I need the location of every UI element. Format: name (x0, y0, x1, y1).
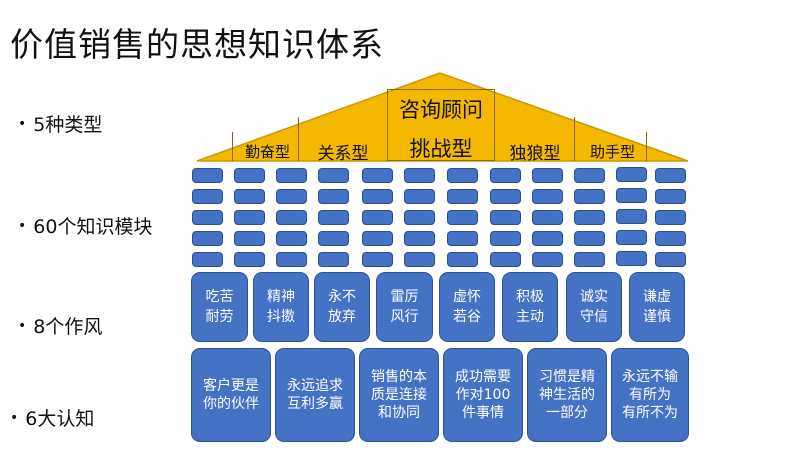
knowledge-module-block (655, 168, 686, 183)
knowledge-module-block (404, 231, 435, 246)
knowledge-module-block (616, 251, 647, 266)
knowledge-module-block (192, 168, 223, 183)
knowledge-module-block (276, 168, 307, 183)
knowledge-module-block (574, 168, 605, 183)
knowledge-module-block (276, 252, 307, 267)
knowledge-module-block (655, 252, 686, 267)
knowledge-module-block (616, 188, 647, 203)
knowledge-module-block (616, 167, 647, 182)
knowledge-module-block (490, 189, 521, 204)
knowledge-module-block (192, 231, 223, 246)
style-pillar-1: 吃苦 耐劳 (191, 272, 248, 342)
knowledge-module-block (616, 209, 647, 224)
roof-triangle (196, 72, 689, 162)
knowledge-module-block (447, 189, 478, 204)
knowledge-module-block (490, 210, 521, 225)
knowledge-module-block (404, 252, 435, 267)
knowledge-module-grid (192, 163, 686, 275)
roof-type-2: 关系型 (317, 144, 369, 164)
knowledge-module-block (276, 210, 307, 225)
knowledge-module-block (276, 189, 307, 204)
roof-type-3: 挑战型 (409, 137, 473, 161)
label-styles: •8个作风 (18, 316, 103, 338)
knowledge-module-block (655, 210, 686, 225)
knowledge-module-block (404, 210, 435, 225)
roof-type-5: 助手型 (589, 143, 635, 161)
knowledge-module-block (616, 230, 647, 245)
knowledge-module-block (318, 252, 349, 267)
knowledge-module-block (234, 252, 265, 267)
knowledge-module-block (404, 189, 435, 204)
knowledge-module-block (318, 168, 349, 183)
knowledge-module-block (447, 231, 478, 246)
knowledge-module-block (490, 252, 521, 267)
page-title: 价值销售的思想知识体系 (10, 25, 384, 64)
roof-divider-3 (495, 117, 575, 161)
roof-divider-2 (298, 117, 387, 161)
knowledge-module-block (574, 210, 605, 225)
roof-type-4: 独狼型 (509, 144, 561, 164)
knowledge-module-block (234, 231, 265, 246)
label-modules: •60个知识模块 (18, 216, 153, 238)
knowledge-module-block (574, 252, 605, 267)
label-cognitions: •6大认知 (10, 408, 95, 430)
style-pillar-4: 雷厉 风行 (376, 272, 433, 342)
knowledge-module-block (532, 231, 563, 246)
knowledge-module-block (447, 252, 478, 267)
cognition-pillar-5: 习惯是精 神生活的 一部分 (527, 348, 607, 442)
knowledge-module-block (318, 210, 349, 225)
style-pillar-3: 永不 放弃 (314, 272, 370, 342)
knowledge-module-block (532, 210, 563, 225)
knowledge-module-block (362, 168, 393, 183)
label-types: •5种类型 (18, 114, 103, 136)
cognition-pillar-3: 销售的本 质是连接 和协同 (359, 348, 439, 442)
knowledge-module-block (362, 252, 393, 267)
cognition-pillar-2: 永远追求 互利多赢 (275, 348, 355, 442)
knowledge-module-block (192, 252, 223, 267)
knowledge-module-block (574, 189, 605, 204)
knowledge-module-block (234, 189, 265, 204)
knowledge-module-block (532, 168, 563, 183)
style-pillar-5: 虚怀 若谷 (439, 272, 495, 342)
knowledge-module-block (404, 168, 435, 183)
cognition-pillar-6: 永远不输 有所为 有所不为 (611, 348, 689, 442)
roof-shape (196, 72, 689, 162)
knowledge-module-block (532, 189, 563, 204)
knowledge-module-block (192, 210, 223, 225)
knowledge-module-block (574, 231, 605, 246)
knowledge-module-block (447, 210, 478, 225)
knowledge-module-block (362, 210, 393, 225)
knowledge-module-block (362, 231, 393, 246)
style-pillar-7: 诚实 守信 (566, 272, 622, 342)
roof-divider-left (232, 132, 298, 161)
knowledge-module-block (655, 189, 686, 204)
roof-top-label: 咨询顾问 (399, 98, 483, 122)
knowledge-module-block (234, 168, 265, 183)
cognition-pillar-4: 成功需要 作对100 件事情 (443, 348, 523, 442)
knowledge-module-block (234, 210, 265, 225)
roof-center-box (387, 89, 495, 161)
style-pillar-8: 谦虚 谨慎 (629, 272, 685, 342)
knowledge-module-block (655, 231, 686, 246)
knowledge-module-block (447, 168, 478, 183)
knowledge-module-block (362, 189, 393, 204)
style-pillar-6: 积极 主动 (502, 272, 558, 342)
roof-type-1: 勤奋型 (244, 143, 290, 161)
knowledge-module-block (192, 189, 223, 204)
knowledge-module-block (490, 168, 521, 183)
cognition-pillar-1: 客户更是 你的伙伴 (191, 348, 271, 442)
knowledge-module-block (490, 231, 521, 246)
knowledge-module-block (532, 252, 563, 267)
knowledge-module-block (276, 231, 307, 246)
knowledge-module-block (318, 189, 349, 204)
roof-divider-right (575, 132, 647, 161)
style-pillar-2: 精神 抖擞 (253, 272, 309, 342)
knowledge-module-block (318, 231, 349, 246)
